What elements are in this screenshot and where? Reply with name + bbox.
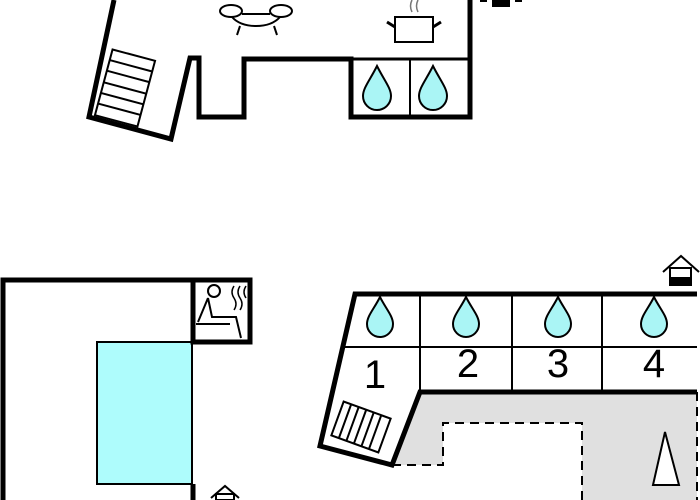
room-number-4: 4 [643,342,665,386]
terrace [392,392,697,500]
pool-area-plan [0,277,253,500]
stairs-icon [330,400,392,454]
entrance-house-icon [210,484,240,500]
ground-floor-plan: 1 2 3 4 [317,254,700,500]
room-number-3: 3 [547,342,569,386]
water-drop-icon [639,294,669,338]
water-drop-icon [543,294,573,338]
sauna-icon [196,284,247,339]
sauna-room [190,277,253,345]
cooking-pot-icon [386,0,442,43]
building-walls [317,291,697,468]
entrance-house-icon [662,254,700,286]
upper-floor-plan [86,0,522,143]
water-drop-icon [417,63,449,111]
room-number-1: 1 [364,353,386,397]
room-number-2: 2 [457,342,479,386]
stairs-icon [93,48,157,128]
terrace-dashed-border [392,422,583,500]
water-drop-icon [451,294,481,338]
north-arrow-icon [651,431,681,486]
pool [96,341,193,485]
upper-floor-walls [86,0,473,143]
pool-area-walls [0,277,250,500]
water-drop-icon [365,294,395,338]
entrance-marker-icon [480,0,522,7]
water-drop-icon [361,63,393,111]
sofa-icon [219,4,293,36]
